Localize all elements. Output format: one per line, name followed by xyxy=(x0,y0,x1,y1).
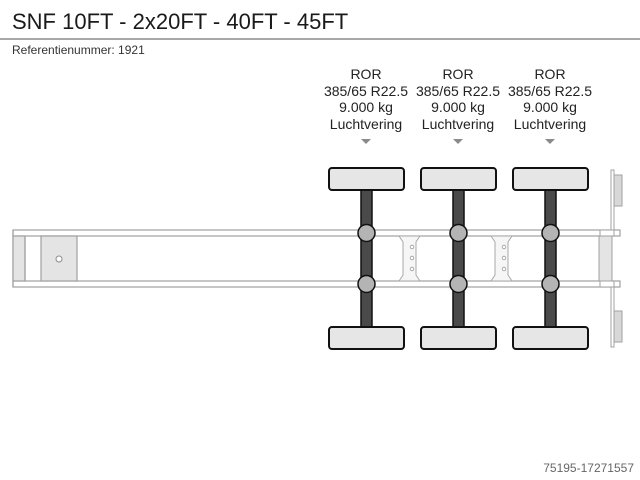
axle-tire: 385/65 R22.5 xyxy=(323,82,409,99)
axle-type: ROR xyxy=(534,66,566,82)
axle-2 xyxy=(420,167,497,350)
axle-1-spec: ROR 385/65 R22.5 9.000 kg Luchtvering xyxy=(311,66,421,132)
wheel-right xyxy=(512,326,589,350)
axle-suspension: Luchtvering xyxy=(329,115,403,132)
hub xyxy=(449,223,468,243)
axle-load: 9.000 kg xyxy=(431,99,485,115)
hub xyxy=(449,274,468,294)
wheel-left xyxy=(512,167,589,191)
reference-number: Referentienummer: 1921 xyxy=(12,43,145,57)
wheel-right xyxy=(328,326,405,350)
chassis-frame xyxy=(12,229,621,288)
hub xyxy=(357,274,376,294)
axle-1 xyxy=(328,167,405,350)
rear-bumper xyxy=(598,169,623,348)
page-title: SNF 10FT - 2x20FT - 40FT - 45FT xyxy=(12,9,349,34)
axle-3-spec: ROR 385/65 R22.5 9.000 kg Luchtvering xyxy=(495,66,605,132)
axle-2-spec: ROR 385/65 R22.5 9.000 kg Luchtvering xyxy=(403,66,513,132)
title-divider xyxy=(0,38,640,40)
wheel-left xyxy=(328,167,405,191)
listing-id: 75195-17271557 xyxy=(543,461,634,475)
axle-tire: 385/65 R22.5 xyxy=(415,82,501,99)
axle-type: ROR xyxy=(350,66,382,82)
hub xyxy=(541,274,560,294)
hub xyxy=(357,223,376,243)
wheel-left xyxy=(420,167,497,191)
axle-tire: 385/65 R22.5 xyxy=(507,82,593,99)
triangle-down-icon xyxy=(361,139,371,144)
axle-suspension: Luchtvering xyxy=(513,115,587,132)
axle-type: ROR xyxy=(442,66,474,82)
cross-member xyxy=(398,235,513,282)
axle-load: 9.000 kg xyxy=(523,99,577,115)
kingpin-icon xyxy=(55,255,63,263)
wheel-right xyxy=(420,326,497,350)
axle-3 xyxy=(512,167,589,350)
triangle-down-icon xyxy=(545,139,555,144)
axle-load: 9.000 kg xyxy=(339,99,393,115)
hub xyxy=(541,223,560,243)
triangle-down-icon xyxy=(453,139,463,144)
axle-suspension: Luchtvering xyxy=(421,115,495,132)
